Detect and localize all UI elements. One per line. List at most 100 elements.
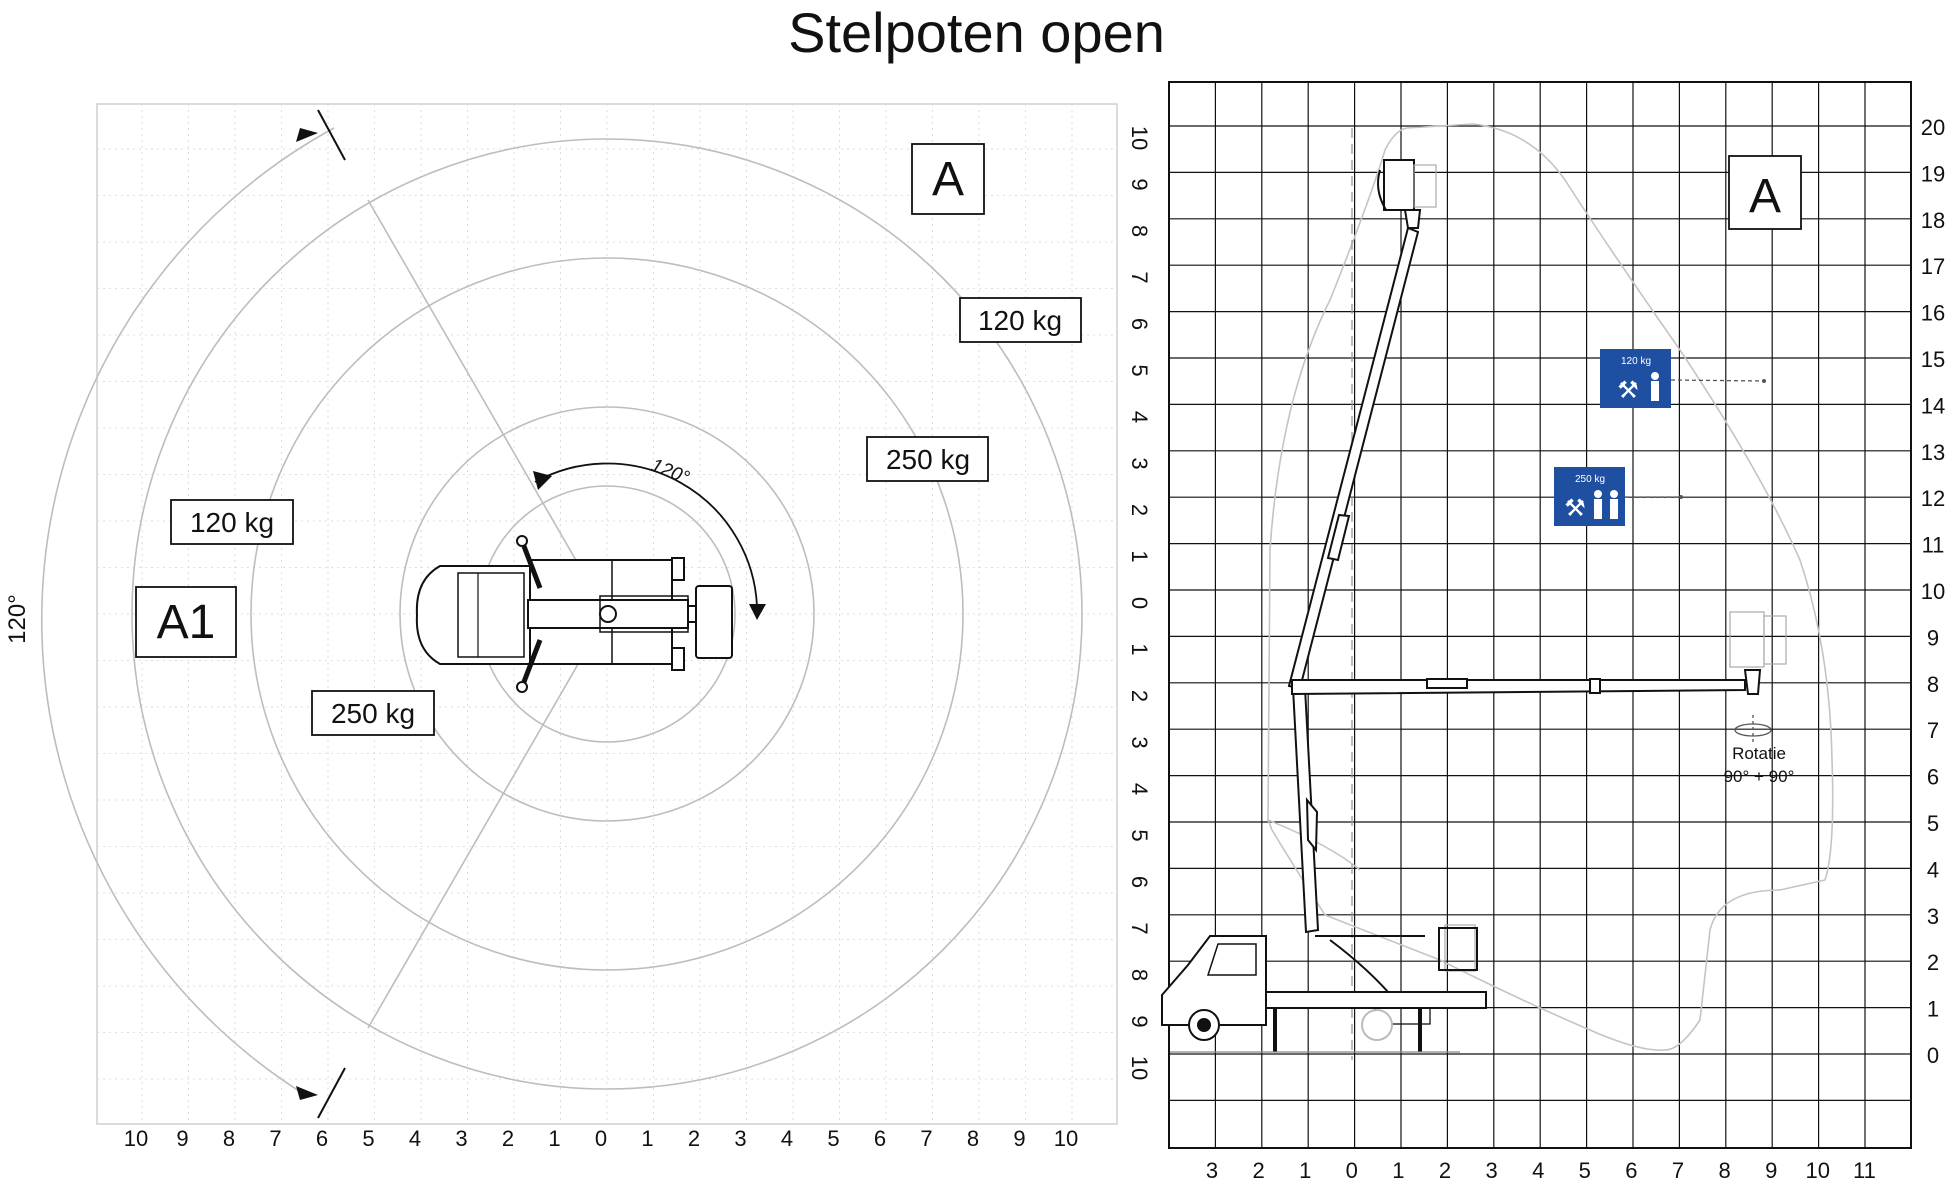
top-x-tick-label: 9 bbox=[176, 1126, 188, 1151]
top-x-tick-label: 7 bbox=[920, 1126, 932, 1151]
side-zone-a-box bbox=[1728, 155, 1802, 230]
rotation-arrow-end bbox=[749, 604, 766, 620]
side-x-tick-label: 10 bbox=[1806, 1158, 1830, 1183]
top-x-tick-label: 5 bbox=[827, 1126, 839, 1151]
reach-circle-mid bbox=[399, 406, 815, 822]
side-y-tick-label: 2 bbox=[1927, 950, 1939, 975]
tools-icon: ⚒ bbox=[1617, 377, 1639, 404]
rotation-value: 90° + 90° bbox=[1724, 767, 1795, 786]
side-x-tick-label: 9 bbox=[1765, 1158, 1777, 1183]
side-x-tick-label: 8 bbox=[1718, 1158, 1730, 1183]
side-x-tick-label: 0 bbox=[1346, 1158, 1358, 1183]
sign-120kg: 120 kg ⚒ bbox=[1600, 349, 1766, 408]
top-x-tick-label: 9 bbox=[1013, 1126, 1025, 1151]
truck-chassis-side bbox=[1265, 991, 1487, 1009]
top-y-tick-label: 3 bbox=[1127, 457, 1152, 469]
top-y-tick-label: 7 bbox=[1127, 271, 1152, 283]
page-title: Stelpoten open bbox=[788, 1, 1165, 64]
side-y-tick-label: 10 bbox=[1921, 579, 1945, 604]
sign-120kg-label: 120 kg bbox=[1621, 356, 1651, 367]
a1-sector-angle-label: 120° bbox=[4, 594, 31, 644]
load-label-a1-120: 120 kg bbox=[190, 507, 274, 538]
sector-end-arrow-bottom bbox=[296, 1067, 346, 1119]
side-x-tick-label: 2 bbox=[1252, 1158, 1264, 1183]
top-y-tick-label: 7 bbox=[1127, 922, 1152, 934]
side-y-tick-label: 16 bbox=[1921, 301, 1945, 326]
top-y-tick-label: 1 bbox=[1127, 643, 1152, 655]
tools-icon: ⚒ bbox=[1564, 495, 1586, 522]
sign-250kg: 250 kg ⚒ bbox=[1554, 467, 1683, 526]
rotation-angle-label: 120° bbox=[648, 455, 693, 489]
reach-circle-120 bbox=[131, 138, 1083, 1090]
person-icon bbox=[1610, 490, 1618, 498]
top-y-tick-label: 4 bbox=[1127, 783, 1152, 795]
top-x-tick-label: 6 bbox=[316, 1126, 328, 1151]
top-y-tick-label: 2 bbox=[1127, 504, 1152, 516]
side-y-tick-label: 17 bbox=[1921, 254, 1945, 279]
rotation-arrow-start bbox=[533, 471, 552, 490]
sign-120kg-bg bbox=[1600, 349, 1671, 408]
top-y-tick-label: 6 bbox=[1127, 318, 1152, 330]
load-label-a1-250: 250 kg bbox=[331, 698, 415, 729]
load-box-a1-120 bbox=[170, 499, 294, 545]
load-box-a1-250 bbox=[311, 690, 435, 736]
side-view-grid bbox=[1168, 82, 1911, 1148]
side-x-tick-label: 5 bbox=[1579, 1158, 1591, 1183]
top-y-tick-label: 5 bbox=[1127, 829, 1152, 841]
side-x-tick-label: 3 bbox=[1485, 1158, 1497, 1183]
rotation-label: Rotatie bbox=[1732, 744, 1786, 763]
side-y-tick-label: 11 bbox=[1922, 533, 1945, 558]
truck-cab-top bbox=[415, 565, 531, 665]
side-x-tick-label: 11 bbox=[1853, 1158, 1876, 1183]
side-x-tick-label: 4 bbox=[1532, 1158, 1544, 1183]
top-x-tick-label: 10 bbox=[1054, 1126, 1078, 1151]
basket-top bbox=[695, 585, 733, 659]
working-envelope bbox=[1267, 123, 1834, 1051]
horizontal-boom bbox=[1291, 679, 1746, 696]
side-x-tick-label: 2 bbox=[1439, 1158, 1451, 1183]
top-y-tick-label: 2 bbox=[1127, 690, 1152, 702]
side-y-tick-label: 6 bbox=[1927, 765, 1939, 790]
sector-boundary-lower bbox=[367, 613, 608, 1029]
top-x-tick-label: 0 bbox=[595, 1126, 607, 1151]
top-y-tick-label: 9 bbox=[1127, 178, 1152, 190]
side-x-tick-label: 7 bbox=[1672, 1158, 1684, 1183]
basket-upper bbox=[1377, 159, 1437, 229]
top-x-tick-label: 8 bbox=[967, 1126, 979, 1151]
top-y-tick-label: 9 bbox=[1127, 1015, 1152, 1027]
person-icon bbox=[1651, 372, 1659, 380]
sign-250kg-label: 250 kg bbox=[1575, 474, 1605, 485]
top-x-tick-label: 2 bbox=[502, 1126, 514, 1151]
side-y-tick-label: 0 bbox=[1927, 1043, 1939, 1068]
top-x-tick-label: 8 bbox=[223, 1126, 235, 1151]
basket-side bbox=[1729, 611, 1787, 695]
top-y-tick-label: 8 bbox=[1127, 969, 1152, 981]
top-y-tick-label: 8 bbox=[1127, 225, 1152, 237]
top-y-tick-label: 10 bbox=[1127, 1056, 1152, 1080]
side-y-tick-label: 9 bbox=[1927, 625, 1939, 650]
top-x-tick-label: 1 bbox=[641, 1126, 653, 1151]
side-y-tick-label: 12 bbox=[1921, 486, 1945, 511]
top-x-tick-label: 4 bbox=[409, 1126, 421, 1151]
load-label-a-250: 250 kg bbox=[886, 444, 970, 475]
reach-circle-250 bbox=[250, 257, 964, 971]
side-x-tick-label: 1 bbox=[1299, 1158, 1311, 1183]
top-y-tick-label: 10 bbox=[1127, 126, 1152, 150]
top-x-tick-label: 3 bbox=[455, 1126, 467, 1151]
zone-a-label: A bbox=[932, 153, 964, 206]
side-y-tick-label: 20 bbox=[1921, 115, 1945, 140]
side-view-panel: A 120 kg ⚒ 250 kg ⚒ bbox=[1161, 81, 1945, 1183]
top-y-tick-label: 5 bbox=[1127, 364, 1152, 376]
side-zone-a-label: A bbox=[1749, 170, 1781, 223]
side-y-tick-label: 19 bbox=[1921, 161, 1945, 186]
truck-side-view bbox=[1161, 935, 1487, 1053]
top-y-tick-label: 6 bbox=[1127, 876, 1152, 888]
top-x-tick-label: 2 bbox=[688, 1126, 700, 1151]
side-y-tick-label: 14 bbox=[1921, 393, 1945, 418]
sector-boundary-upper bbox=[367, 199, 608, 615]
zone-a1-box bbox=[135, 586, 237, 658]
